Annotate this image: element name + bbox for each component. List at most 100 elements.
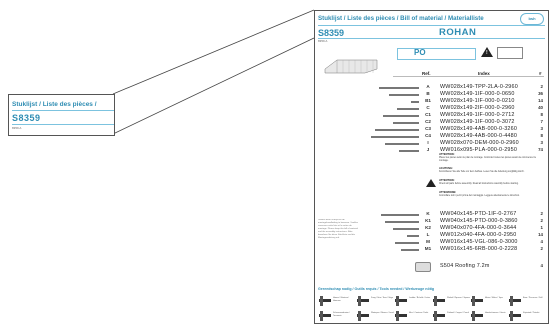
row-desc: WW040x070-4FA-000-0-3644 <box>440 225 517 231</box>
row-qty: 2 <box>540 246 543 251</box>
table-row: M1 WW016x145-6RB-000-0-2228 2 <box>315 246 548 253</box>
row-qty: 74 <box>538 147 543 152</box>
part-drawing-icon <box>375 129 419 131</box>
row-key: L <box>426 232 430 237</box>
part-drawing-icon <box>411 101 419 103</box>
row-key: C1 <box>425 112 431 117</box>
tool-item: Winkel / Équerre / Square <box>432 294 472 308</box>
tool-label: Mes / Couteau / Knife <box>409 312 429 314</box>
row-desc: WW028x149-1IF-000-0-0650 <box>440 91 515 97</box>
column-header-qty: # <box>539 71 542 76</box>
tool-label: Potlood / Crayon / Pencil <box>447 312 470 314</box>
part-drawing-icon <box>393 122 419 124</box>
row-qty: 36 <box>538 91 543 96</box>
drill-icon <box>508 294 522 308</box>
column-header-ref: Ref. <box>422 71 431 76</box>
row-qty: 3 <box>540 140 543 145</box>
note-heading: ACHTUNG: <box>439 167 453 170</box>
note-block: ATTENTION: Placer les pièces selon le pl… <box>439 153 543 165</box>
row-key: C <box>426 105 430 110</box>
zoom-subtitle: 8359 A <box>12 126 22 130</box>
note-text: Kontrollieren Sie alle Teile vor dem Auf… <box>439 171 525 173</box>
tool-item: Waterpas / Niveau / Level <box>356 309 396 323</box>
po-section-box: PO <box>397 48 476 60</box>
note-heading: ATTENTION: <box>439 153 455 156</box>
row-key: K <box>426 211 430 216</box>
part-drawing-icon <box>399 150 419 152</box>
tool-item: Handschoenen / Gants <box>470 309 510 323</box>
roofing-roll-icon <box>415 262 431 272</box>
part-drawing-icon <box>383 115 419 117</box>
note-block: ACHTUNG: Kontrollieren Sie alle Teile vo… <box>439 167 543 177</box>
square-icon <box>432 294 446 308</box>
part-drawing-icon <box>397 108 419 110</box>
part-drawing-icon <box>371 136 419 138</box>
column-header-index: Index <box>478 71 490 76</box>
part-drawing-icon <box>395 242 419 244</box>
row-qty: 2 <box>540 211 543 216</box>
note-heading: ATTENTION: <box>439 179 455 182</box>
row-key: C3 <box>425 126 431 131</box>
zoom-divider <box>12 124 114 125</box>
warning-tag-icon <box>497 47 523 59</box>
bill-of-material-sheet: Stuklijst / Liste des pièces / Bill of m… <box>314 10 549 324</box>
note-heading: ATTENZIONE: <box>439 191 457 194</box>
tool-label: Hamer / Marteau / Hammer <box>333 297 350 302</box>
tools-title: Gereedschap nodig / Outils requis / Tool… <box>318 287 435 291</box>
hammer-icon <box>318 294 332 308</box>
row-qty: 14 <box>538 232 543 237</box>
pencil-icon <box>432 309 446 323</box>
tool-label: Schroevendraaier / Tournevis <box>333 312 350 317</box>
tool-item: Zaag / Scie / Saw / Säge <box>356 294 396 308</box>
tool-label: Ladder / Échelle / Leiter <box>409 297 431 299</box>
part-drawing-icon <box>401 249 419 251</box>
row-desc: WW028x149-TPP-2LA-0-2960 <box>440 84 518 90</box>
part-drawing-icon <box>381 214 419 216</box>
row-desc: WW016x145-6RB-000-0-2228 <box>440 246 518 252</box>
product-code: S8359 <box>318 28 345 38</box>
row-key: K2 <box>425 225 431 230</box>
zoom-detail-box: Stuklijst / Liste des pièces / S8359 835… <box>8 94 115 136</box>
row-qty: 8 <box>540 133 543 138</box>
gloves-icon <box>470 309 484 323</box>
row-qty: 2 <box>540 218 543 223</box>
part-drawing-icon <box>393 228 419 230</box>
tool-item: Hamer / Marteau / Hammer <box>318 294 358 308</box>
row-qty: 4 <box>540 239 543 244</box>
product-illustration-icon <box>324 59 378 74</box>
tool-item: Potlood / Crayon / Pencil <box>432 309 472 323</box>
row-key: C2 <box>425 119 431 124</box>
note-text: Controllare tutti i pezzi prima del mont… <box>439 195 520 197</box>
tool-item: Meter / Mètre / Tape <box>470 294 510 308</box>
row-qty: 40 <box>538 105 543 110</box>
warning-icon: ! <box>481 47 493 57</box>
table-row: K2 WW040x070-4FA-000-0-3644 1 <box>315 225 548 232</box>
tool-item: Boor / Perceuse / Drill <box>508 294 548 308</box>
row-desc: WW028x149-4AB-000-0-4480 <box>440 133 518 139</box>
row-key: A <box>426 84 430 89</box>
sheet-divider <box>318 25 545 26</box>
tool-label: Boor / Perceuse / Drill <box>523 297 543 299</box>
tool-label: Kitpistool / Pistolet <box>523 312 540 314</box>
row-key: M1 <box>424 246 432 251</box>
sheet-divider <box>318 38 545 39</box>
row-qty: 1 <box>540 225 543 230</box>
row-qty: 7 <box>540 119 543 124</box>
tool-label: Waterpas / Niveau / Level <box>371 312 394 314</box>
row-key: B1 <box>425 98 431 103</box>
storage-note: Gelieve deze stuklijst en de montagehand… <box>318 219 358 239</box>
row-qty: 4 <box>540 263 543 268</box>
part-drawing-icon <box>385 221 419 223</box>
row-qty: 2 <box>540 84 543 89</box>
part-drawing-icon <box>389 94 419 96</box>
saw-icon <box>356 294 370 308</box>
part-drawing-icon <box>385 143 419 145</box>
row-desc: WW028x149-1IF-000-0-0210 <box>440 98 515 104</box>
warning-icon <box>426 179 436 187</box>
note-block: ATTENTION: Check all parts before assemb… <box>439 179 543 189</box>
